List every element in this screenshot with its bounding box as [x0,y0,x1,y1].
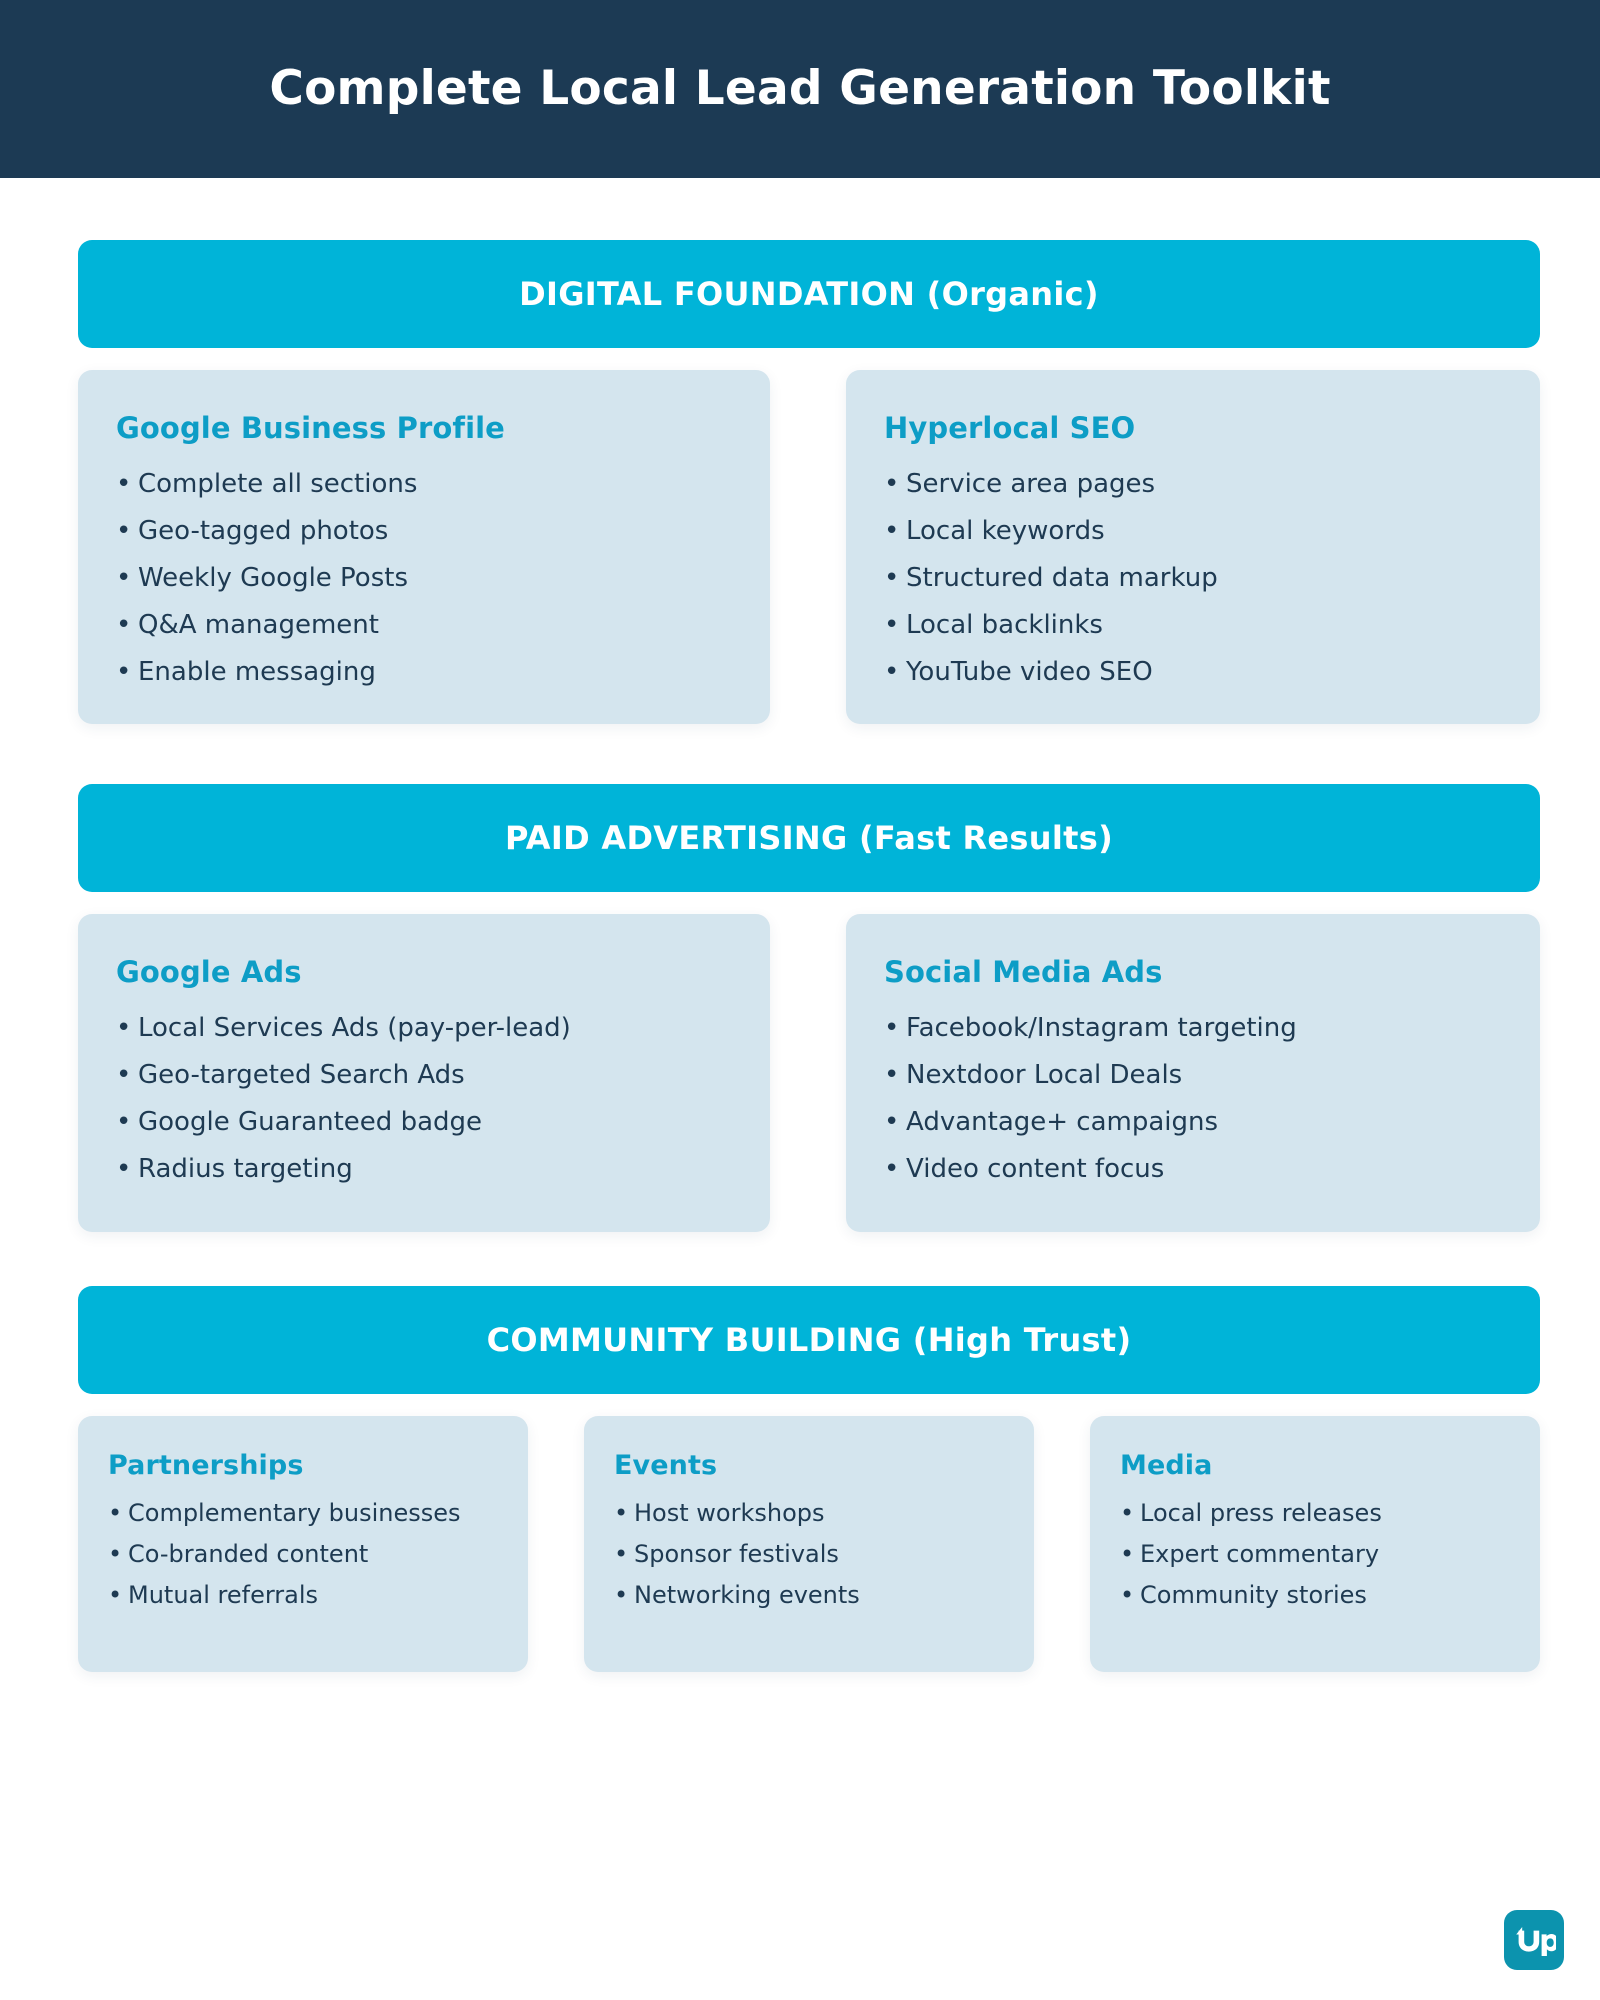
list-item: Structured data markup [884,565,1502,591]
section-paid-advertising: PAID ADVERTISING (Fast Results) Google A… [78,784,1540,1232]
page-title: Complete Local Lead Generation Toolkit [269,61,1331,117]
up-logo [1504,1910,1564,1970]
section-banner-community-building: COMMUNITY BUILDING (High Trust) [78,1286,1540,1394]
list-item: Complementary businesses [108,1501,498,1525]
list-item: Q&A management [116,612,732,638]
card-title: Google Ads [116,955,302,989]
card-social-media-ads: Social Media Ads Facebook/Instagram targ… [846,914,1540,1232]
section-banner-label: DIGITAL FOUNDATION (Organic) [519,275,1099,313]
list-item: Geo-targeted Search Ads [116,1062,732,1088]
card-hyperlocal-seo: Hyperlocal SEO Service area pages Local … [846,370,1540,724]
card-bullet-list: Local press releases Expert commentary C… [1120,1501,1510,1607]
section-banner-paid-advertising: PAID ADVERTISING (Fast Results) [78,784,1540,892]
list-item: Expert commentary [1120,1542,1510,1566]
list-item: Radius targeting [116,1156,732,1182]
card-partnerships: Partnerships Complementary businesses Co… [78,1416,528,1672]
sections-container: DIGITAL FOUNDATION (Organic) Google Busi… [78,240,1540,1672]
card-bullet-list: Complementary businesses Co-branded cont… [108,1501,498,1607]
list-item: Local Services Ads (pay-per-lead) [116,1015,732,1041]
list-item: Video content focus [884,1156,1502,1182]
up-logo-icon [1516,1927,1556,1956]
section-banner-label: COMMUNITY BUILDING (High Trust) [486,1321,1132,1359]
card-title: Partnerships [108,1450,304,1481]
card-media: Media Local press releases Expert commen… [1090,1416,1540,1672]
card-bullet-list: Service area pages Local keywords Struct… [884,471,1502,685]
list-item: Weekly Google Posts [116,565,732,591]
list-item: Sponsor festivals [614,1542,1004,1566]
list-item: Local backlinks [884,612,1502,638]
section-community-building: COMMUNITY BUILDING (High Trust) Partners… [78,1286,1540,1672]
card-bullet-list: Complete all sections Geo-tagged photos … [116,471,732,685]
section-banner-label: PAID ADVERTISING (Fast Results) [504,819,1114,857]
list-item: Complete all sections [116,471,732,497]
list-item: Advantage+ campaigns [884,1109,1502,1135]
list-item: Community stories [1120,1583,1510,1607]
list-item: Local press releases [1120,1501,1510,1525]
list-item: Host workshops [614,1501,1004,1525]
card-bullet-list: Host workshops Sponsor festivals Network… [614,1501,1004,1607]
list-item: Google Guaranteed badge [116,1109,732,1135]
list-item: Mutual referrals [108,1583,498,1607]
section-digital-foundation: DIGITAL FOUNDATION (Organic) Google Busi… [78,240,1540,724]
list-item: Facebook/Instagram targeting [884,1015,1502,1041]
card-row-community-building: Partnerships Complementary businesses Co… [78,1416,1540,1672]
list-item: Geo-tagged photos [116,518,732,544]
page-header: Complete Local Lead Generation Toolkit [0,0,1600,178]
list-item: Service area pages [884,471,1502,497]
card-title: Media [1120,1450,1213,1481]
list-item: Networking events [614,1583,1004,1607]
card-row-digital-foundation: Google Business Profile Complete all sec… [78,370,1540,724]
list-item: Nextdoor Local Deals [884,1062,1502,1088]
card-title: Social Media Ads [884,955,1163,989]
card-title: Events [614,1450,718,1481]
card-events: Events Host workshops Sponsor festivals … [584,1416,1034,1672]
card-bullet-list: Local Services Ads (pay-per-lead) Geo-ta… [116,1015,732,1182]
card-row-paid-advertising: Google Ads Local Services Ads (pay-per-l… [78,914,1540,1232]
card-title: Hyperlocal SEO [884,411,1136,445]
card-google-business-profile: Google Business Profile Complete all sec… [78,370,770,724]
list-item: Co-branded content [108,1542,498,1566]
list-item: Enable messaging [116,659,732,685]
list-item: Local keywords [884,518,1502,544]
card-google-ads: Google Ads Local Services Ads (pay-per-l… [78,914,770,1232]
section-banner-digital-foundation: DIGITAL FOUNDATION (Organic) [78,240,1540,348]
card-bullet-list: Facebook/Instagram targeting Nextdoor Lo… [884,1015,1502,1182]
card-title: Google Business Profile [116,411,505,445]
list-item: YouTube video SEO [884,659,1502,685]
